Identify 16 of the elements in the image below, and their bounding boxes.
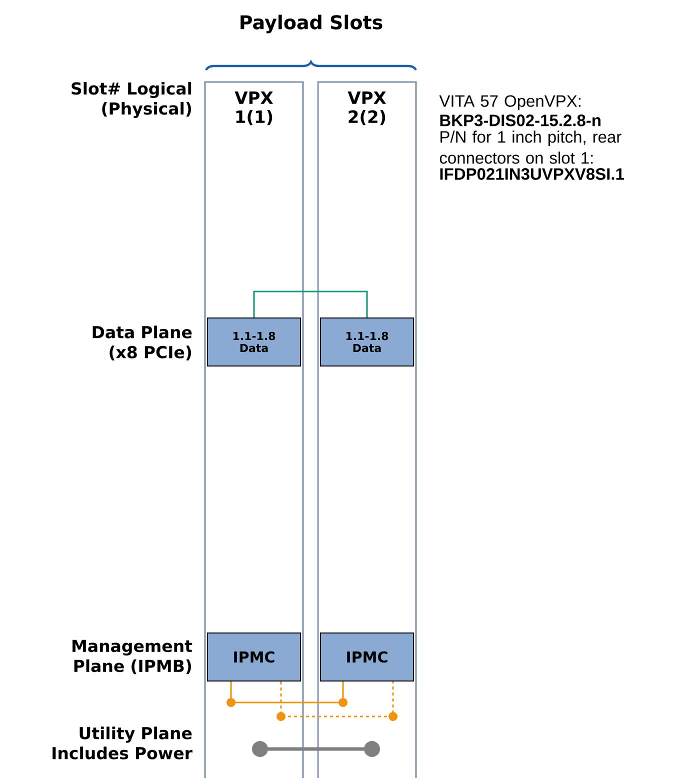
plane-label: Management Plane (IPMB) (72, 640, 192, 674)
part-number: IFDP021IN3UVPXV8SI.1 (440, 168, 624, 180)
plane-label: Utility Plane Includes Power (52, 726, 192, 760)
note-text: P/N for 1 inch pitch, rear connectors on slot 1: (440, 130, 622, 164)
data-box: 1.1-1.8 Data (207, 318, 301, 366)
connector-line (253, 290, 368, 318)
ipmc-box: IPMC (320, 632, 414, 682)
note-text: VITA 57 OpenVPX: (439, 95, 580, 110)
plane-label: Slot# Logical (Physical) (72, 82, 192, 118)
plane-label: Data Plane (x8 PCIe) (92, 326, 192, 360)
bus-line (276, 682, 398, 721)
ipmc-box: IPMC (207, 632, 301, 682)
bus-line (226, 682, 348, 707)
part-number: BKP3-DIS02-15.2.8-n (440, 114, 600, 126)
data-box: 1.1-1.8 Data (320, 318, 414, 366)
title: Payload Slots (240, 14, 382, 34)
